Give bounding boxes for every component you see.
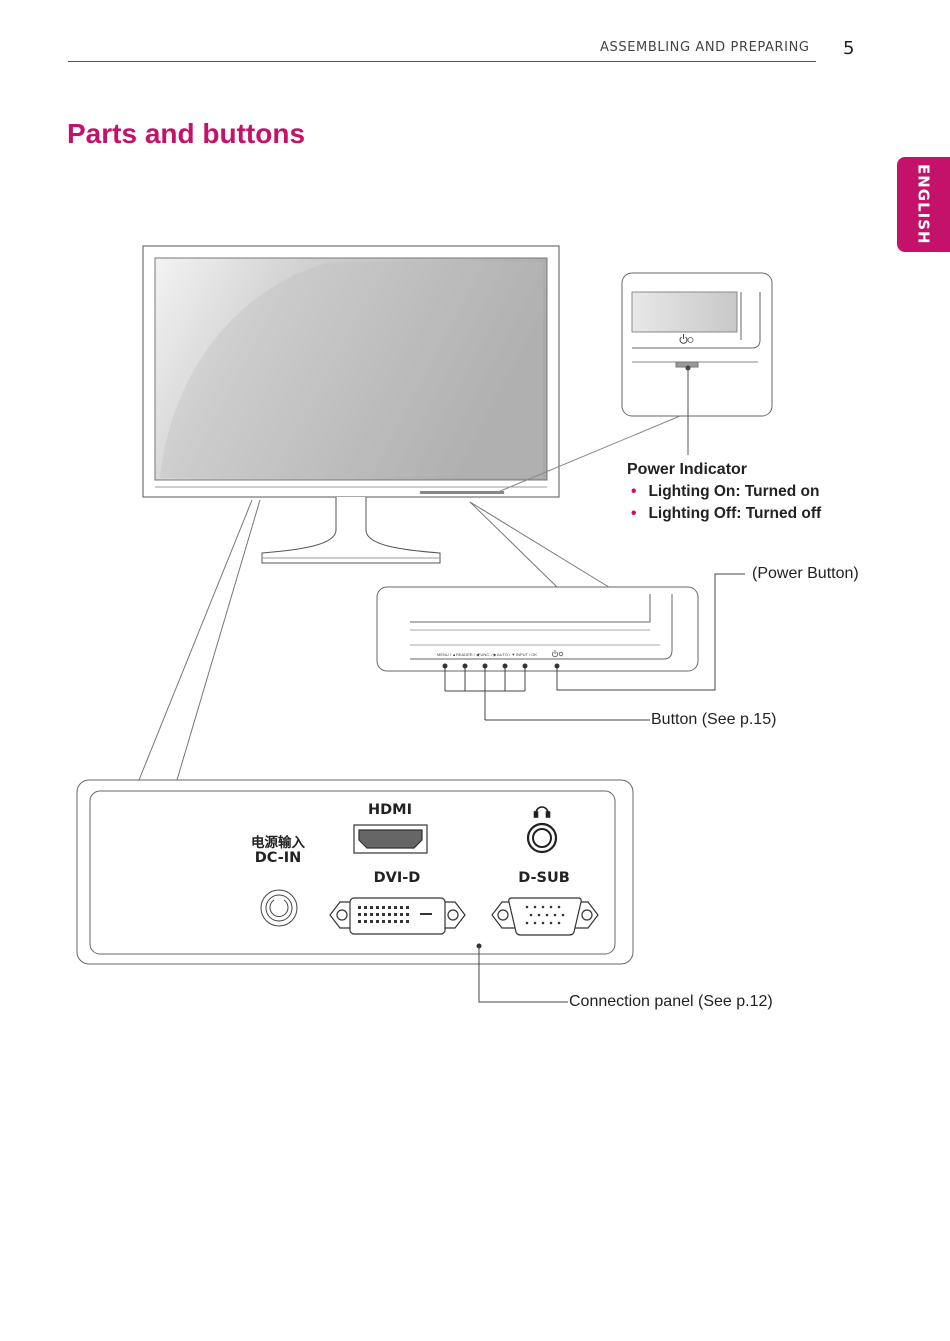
monitor-front	[142, 245, 560, 564]
language-tab-label: ENGLISH	[914, 164, 933, 245]
d-sub-port	[491, 897, 599, 936]
power-indicator-title: Power Indicator	[627, 461, 748, 478]
dc-in-port	[260, 889, 298, 927]
power-button-icon	[552, 650, 564, 658]
dsub-pins	[525, 905, 565, 925]
buttons-inset	[376, 586, 699, 672]
d-sub-label: D-SUB	[518, 870, 570, 886]
page-title: Parts and buttons	[67, 118, 306, 149]
button-label-menu: MENU / ▲	[437, 652, 456, 657]
connection-panel-leader	[476, 943, 568, 1003]
header-section-title: ASSEMBLING AND PREPARING	[600, 40, 810, 55]
language-tab[interactable]: ENGLISH	[897, 157, 950, 252]
hdmi-port	[353, 824, 428, 854]
dvi-pins	[358, 906, 432, 923]
dvi-d-label: DVI-D	[373, 870, 421, 886]
power-indicator-item: • Lighting On: Turned on	[631, 483, 819, 501]
button-label-input: INPUT / OK	[516, 652, 537, 657]
button-connectors	[444, 573, 745, 721]
dvi-d-port	[329, 897, 466, 935]
headphone-port	[526, 822, 558, 854]
connection-panel-callout: Connection panel (See p.12)	[569, 993, 773, 1010]
hdmi-label: HDMI	[368, 802, 412, 818]
button-label-func: FUNC. / ▶	[478, 652, 498, 657]
bullet-icon: •	[631, 505, 637, 522]
buttons-callout: Button (See p.15)	[651, 711, 777, 728]
power-indicator-inset	[621, 272, 773, 455]
power-indicator-item-label: Lighting On: Turned on	[648, 483, 820, 500]
power-indicator-item: • Lighting Off: Turned off	[631, 505, 821, 523]
button-label-auto: AUTO / ▼	[497, 652, 515, 657]
power-indicator-item-label: Lighting Off: Turned off	[648, 505, 822, 522]
page-number: 5	[843, 38, 855, 59]
power-icon	[679, 334, 694, 344]
bullet-icon: •	[631, 483, 637, 500]
headphone-icon	[533, 806, 551, 818]
button-dots	[442, 663, 560, 669]
header-rule	[68, 61, 816, 62]
dc-in-label: DC-IN	[254, 850, 302, 866]
front-button-labels: MENU / ▲ READER / ◀ FUNC. / ▶ AUTO / ▼ I…	[437, 652, 537, 657]
power-button-callout: (Power Button)	[752, 565, 859, 582]
dc-in-cn-label: 电源输入	[251, 835, 305, 850]
button-label-reader: READER / ◀	[456, 652, 480, 657]
